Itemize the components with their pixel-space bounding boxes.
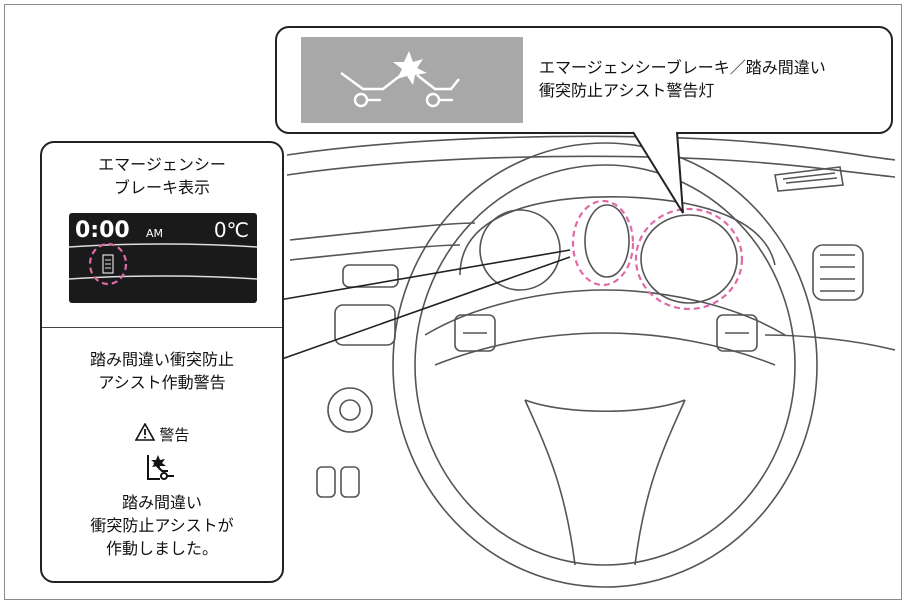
emergency-brake-indicator-icon <box>102 254 114 274</box>
clock-ampm: AM <box>146 227 164 240</box>
illustration-frame: エマージェンシーブレーキ／踏み間違い 衝突防止アシスト警告灯 エマージェンシー … <box>4 4 902 600</box>
warning-lamp-label: エマージェンシーブレーキ／踏み間違い 衝突防止アシスト警告灯 <box>539 58 826 100</box>
warning-header: 警告 <box>42 422 282 448</box>
meter-display: 0:00 AM 0℃ <box>69 213 257 303</box>
dashboard-illustration <box>278 135 896 588</box>
display-callout: エマージェンシー ブレーキ表示 0:00 AM 0℃ 踏み間違い衝突防止 アシス… <box>40 141 284 583</box>
clock-time: 0:00 <box>75 218 130 243</box>
warning-triangle-icon <box>134 422 155 448</box>
warning-lamp-callout: エマージェンシーブレーキ／踏み間違い 衝突防止アシスト警告灯 <box>275 26 893 134</box>
outside-temperature: 0℃ <box>213 218 249 242</box>
assist-message: 踏み間違い 衝突防止アシストが 作動しました。 <box>90 493 234 558</box>
assist-warning-title: 踏み間違い衝突防止 アシスト作動警告 <box>89 350 234 392</box>
divider <box>42 327 282 328</box>
emergency-brake-car-collision-icon <box>301 37 523 123</box>
callout-pointer <box>632 129 684 214</box>
pedal-misapplication-assist-icon <box>144 451 180 483</box>
emergency-brake-display-title: エマージェンシー ブレーキ表示 <box>98 155 226 197</box>
